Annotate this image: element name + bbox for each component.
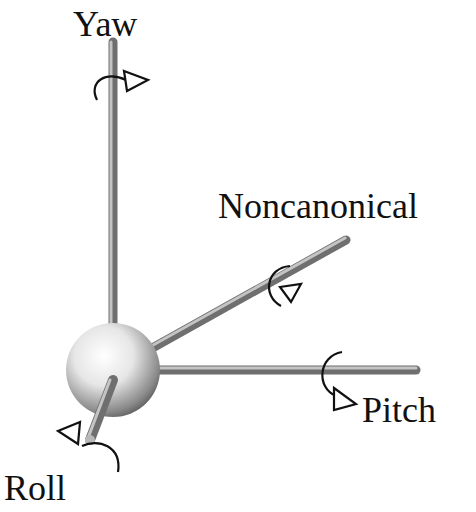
axis-label: Pitch — [362, 392, 436, 428]
axis-label: Roll — [4, 470, 66, 506]
pitch-arc — [322, 352, 342, 396]
axis-label: Noncanonical — [218, 188, 418, 224]
roll-arc — [82, 443, 118, 472]
yaw-rod-highlight — [110, 42, 113, 370]
roll-rod — [90, 380, 113, 440]
pitch-arrowhead — [334, 388, 356, 410]
roll-arrowhead — [58, 422, 80, 444]
pivot-sphere — [66, 323, 160, 417]
roll-rod-group — [85, 380, 113, 445]
noncanonical-arrowhead — [280, 284, 301, 302]
roll-rod-highlight — [88, 380, 110, 438]
yaw-rod — [109, 42, 118, 370]
yaw-arc — [95, 76, 126, 100]
axis-label: Yaw — [73, 6, 137, 42]
yaw-arrowhead — [124, 71, 148, 91]
rotation-arrows — [58, 71, 356, 472]
